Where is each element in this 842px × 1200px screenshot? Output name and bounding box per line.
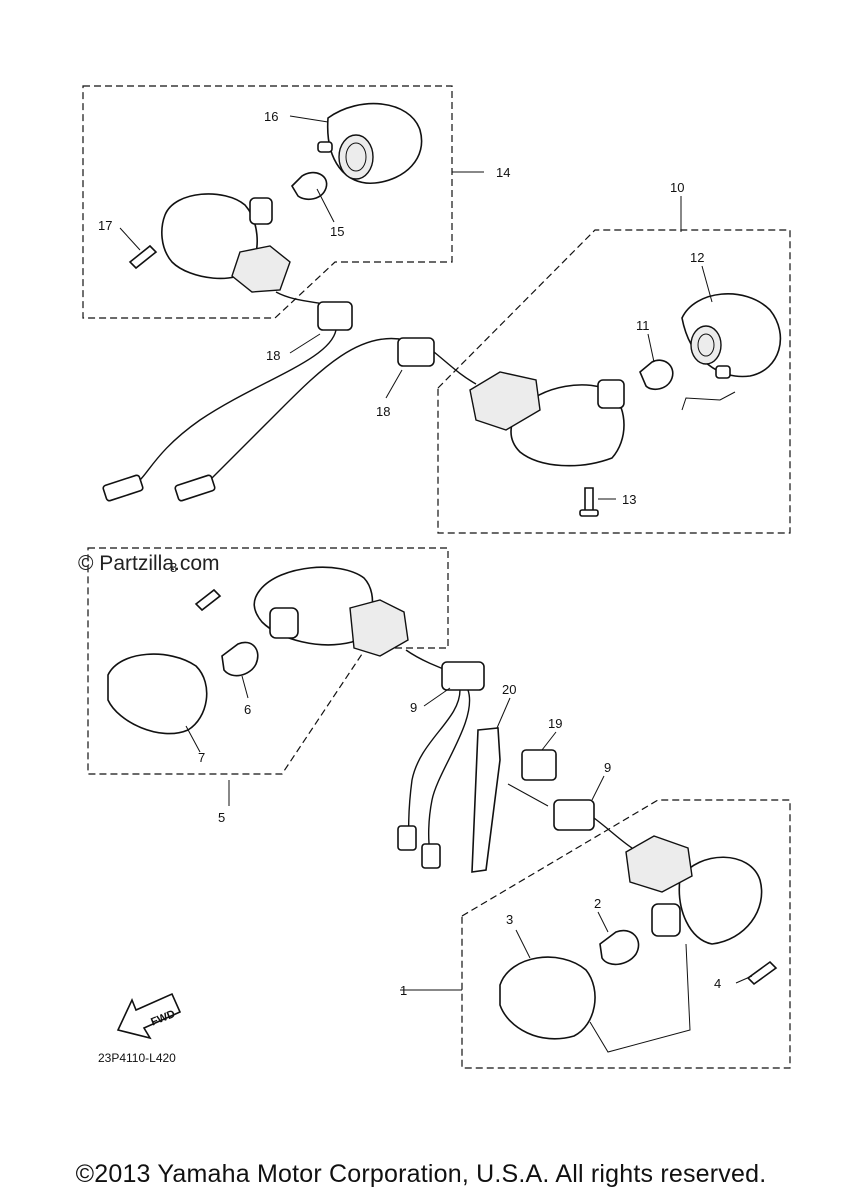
- callout-5: 5: [218, 810, 225, 825]
- callout-16: 16: [264, 109, 278, 124]
- callout-7: 7: [198, 750, 205, 765]
- callout-17: 17: [98, 218, 112, 233]
- assembly-group-1: [400, 799, 791, 1069]
- callout-13: 13: [622, 492, 636, 507]
- callout-18-left: 18: [266, 348, 280, 363]
- wire-harness-lower: [397, 661, 633, 873]
- diagram-code: 23P4110-L420: [98, 1051, 176, 1065]
- callout-6: 6: [244, 702, 251, 717]
- callout-4: 4: [714, 976, 721, 991]
- assembly-group-14: [82, 85, 484, 319]
- callout-2: 2: [594, 896, 601, 911]
- callout-15: 15: [330, 224, 344, 239]
- assembly-group-5: [87, 547, 453, 806]
- callout-20: 20: [502, 682, 516, 697]
- callout-19: 19: [548, 716, 562, 731]
- wire-harness-upper: [102, 291, 477, 502]
- callout-11: 11: [636, 318, 650, 333]
- callout-12: 12: [690, 250, 704, 265]
- partzilla-watermark: © Partzilla.com: [78, 552, 220, 575]
- callout-18-right: 18: [376, 404, 390, 419]
- copyright-footer: ©2013 Yamaha Motor Corporation, U.S.A. A…: [75, 1160, 767, 1188]
- callout-8: 8: [170, 560, 177, 575]
- assembly-group-10: [437, 196, 791, 534]
- callout-9-left: 9: [410, 700, 417, 715]
- callout-9-right: 9: [604, 760, 611, 775]
- forward-direction-arrow: FWD: [116, 992, 182, 1040]
- callout-14: 14: [496, 165, 510, 180]
- callout-3: 3: [506, 912, 513, 927]
- callout-labels: 16 14 15 17 10 12 11 18 18 13 8 6 7 5 9 …: [98, 109, 721, 998]
- callout-10: 10: [670, 180, 684, 195]
- callout-1: 1: [400, 983, 407, 998]
